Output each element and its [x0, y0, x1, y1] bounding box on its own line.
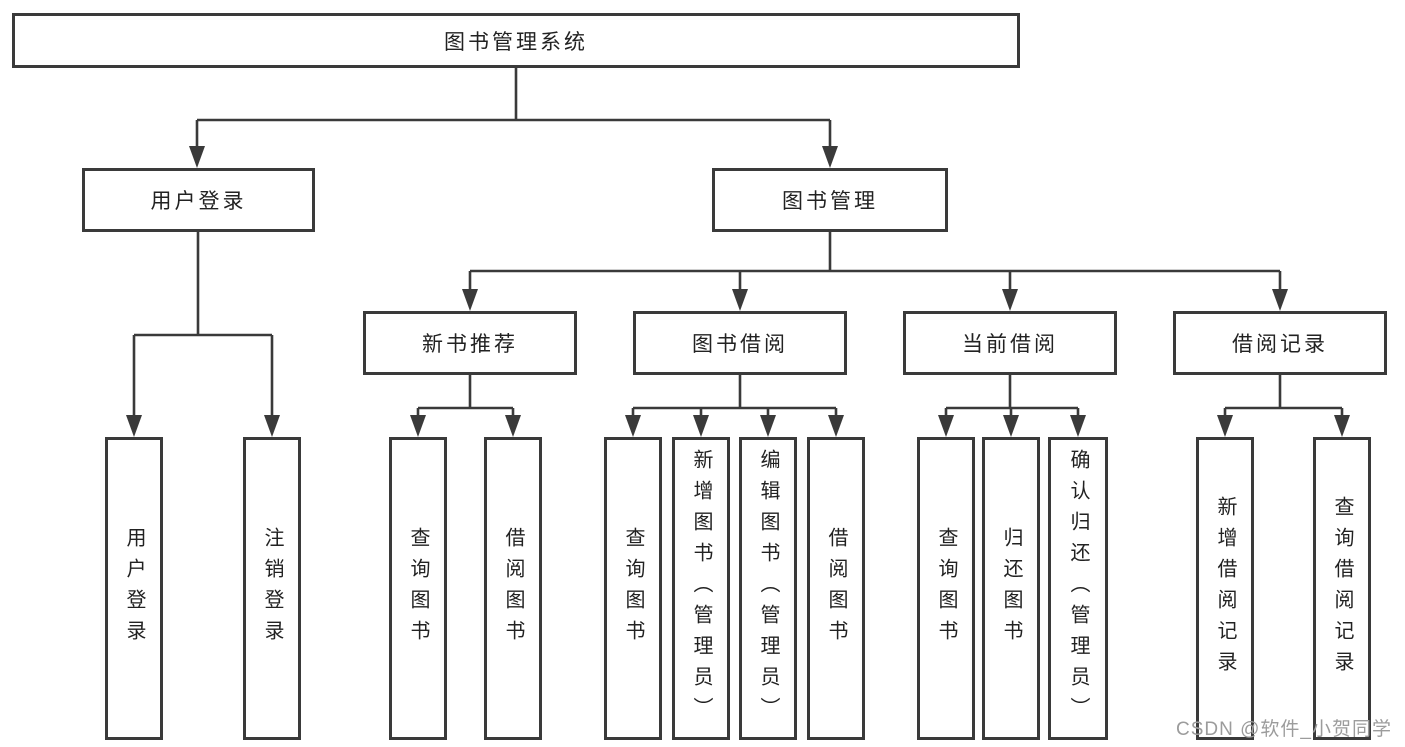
leaf-current-query-books: 查询图书 — [917, 437, 975, 740]
leaf-logout: 注销登录 — [243, 437, 301, 740]
leaf-borrowing-borrow-books: 借阅图书 — [807, 437, 865, 740]
watermark-text: CSDN @软件_小贺同学 — [1176, 719, 1392, 740]
node-book-management-branch: 图书管理 — [712, 168, 948, 232]
leaf-current-return-books: 归还图书 — [982, 437, 1040, 740]
leaf-records-query-record: 查询借阅记录 — [1313, 437, 1371, 740]
leaf-newbook-borrow-books: 借阅图书 — [484, 437, 542, 740]
leaf-newbook-query-books: 查询图书 — [389, 437, 447, 740]
node-book-borrowing: 图书借阅 — [633, 311, 847, 375]
leaf-user-login: 用户登录 — [105, 437, 163, 740]
leaf-records-add-record: 新增借阅记录 — [1196, 437, 1254, 740]
node-root: 图书管理系统 — [12, 13, 1020, 68]
node-user-login-branch: 用户登录 — [82, 168, 315, 232]
leaf-borrowing-add-books-admin: 新增图书（管理员） — [672, 437, 730, 740]
leaf-current-confirm-return-admin: 确认归还（管理员） — [1048, 437, 1108, 740]
leaf-borrowing-edit-books-admin: 编辑图书（管理员） — [739, 437, 797, 740]
leaf-borrowing-query-books: 查询图书 — [604, 437, 662, 740]
node-current-borrowing: 当前借阅 — [903, 311, 1117, 375]
node-borrowing-records: 借阅记录 — [1173, 311, 1387, 375]
node-new-book-recommend: 新书推荐 — [363, 311, 577, 375]
